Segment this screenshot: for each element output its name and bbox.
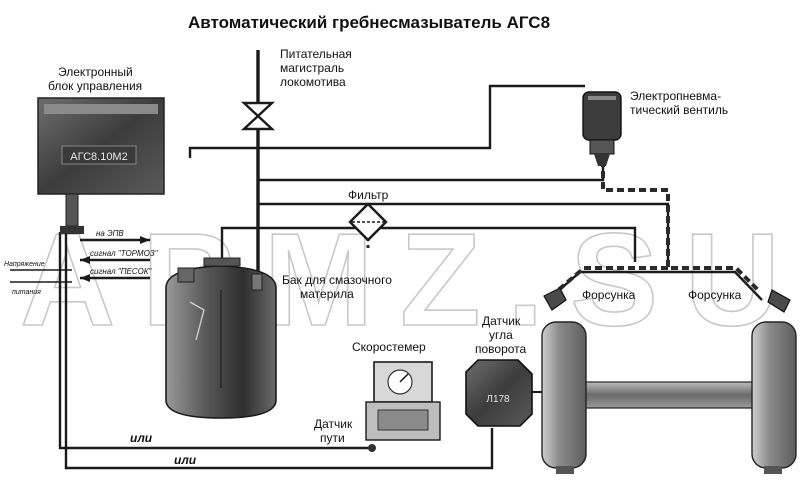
nozzle-right-body [767,289,791,313]
tank-filler-cap [177,267,195,283]
speedometer-needle [399,373,409,383]
signal-arrows [80,236,150,282]
arrow-to-epv [140,236,150,244]
angle-sensor-label-3: поворота [475,342,527,356]
nozzle-left-label: Форсунка [582,288,636,302]
angle-sensor-label-2: угла [489,328,513,342]
nozzle-right-label: Форсунка [688,288,742,302]
tank-label-1: Бак для смазочного [282,273,392,287]
angle-sensor-label-1: Датчик [482,314,521,328]
path-sensor-label-1: Датчик [314,417,353,431]
epv-coil-band [588,96,616,100]
pipe-to-epv-upper [188,84,585,158]
supply-valve [240,101,276,131]
lubricant-tank [165,257,277,419]
dashed-route-right [601,160,762,294]
angle-sensor: Л178 [465,359,548,427]
wheel-right-foot [764,466,782,474]
labels: Электронный блок управления Питательная … [4,47,742,467]
valve-upper-wedge [240,101,276,118]
angle-sensor-code: Л178 [486,394,510,405]
pipe-air-to-epv [258,155,605,182]
control-unit-connector [65,193,79,227]
signal-brake-label: сигнал "ТОРМОЗ" [90,249,159,258]
tank-neck [203,257,241,267]
signal-sand-label: сигнал "ПЕСОК" [90,267,152,276]
line-or-lower [64,232,494,470]
arrow-brake [80,256,90,264]
wheel-left [541,321,587,469]
control-unit: АГС8.10М2 [37,97,165,234]
watermark-text: ARMZ.SU [20,206,780,353]
control-unit-cable-gland [60,226,84,234]
nozzle-left-body [543,287,567,311]
dashed-route-left [554,266,668,294]
piping [10,50,763,470]
epv-label-2: тический вентиль [630,103,728,117]
supply-label-1: Питательная [280,47,352,61]
supply-label-2: магистраль [280,61,344,75]
control-unit-plate [61,145,137,165]
control-unit-label-1: Электронный [58,65,133,79]
to-epv-label: на ЭПВ [96,229,124,238]
epv-label-1: Электропневма- [630,89,721,103]
line-or-upper [58,232,370,450]
power-label-1: Напряжение [4,261,45,268]
tank-label-2: материла [300,287,354,301]
nozzles [543,287,791,313]
control-unit-plate-text: АГС8.10М2 [70,151,127,163]
wheelset [541,321,797,474]
angle-sensor-body [465,359,533,427]
epv-body [589,139,615,155]
tank-reflection [189,301,205,341]
filter [348,202,388,242]
electropneumatic-valve [582,91,622,166]
path-sensor-plug [368,444,376,452]
diagram-title: Автоматический гребнесмазыватель АГС8 [188,13,550,32]
epv-outlet [594,154,610,166]
control-unit-terminals [44,104,158,114]
arrow-sand [80,274,90,282]
pipe-tank-branch [220,226,637,262]
wheel-right [751,321,797,469]
supply-label-3: локомотива [280,75,346,89]
path-sensor-block [377,409,429,431]
tank-level-gauge [251,273,263,291]
valve-lower-wedge [240,114,276,131]
speedometer [365,361,441,452]
wheel-left-foot [556,466,574,474]
speedometer-label: Скоростемер [352,340,426,354]
filter-label: Фильтр [348,188,389,202]
power-label-2: питания [12,289,41,296]
path-sensor-label-2: пути [320,431,345,445]
or-label-upper: или [130,431,153,445]
control-unit-label-2: блок управления [48,79,142,93]
axle [583,381,755,409]
or-label-lower: или [174,453,197,467]
